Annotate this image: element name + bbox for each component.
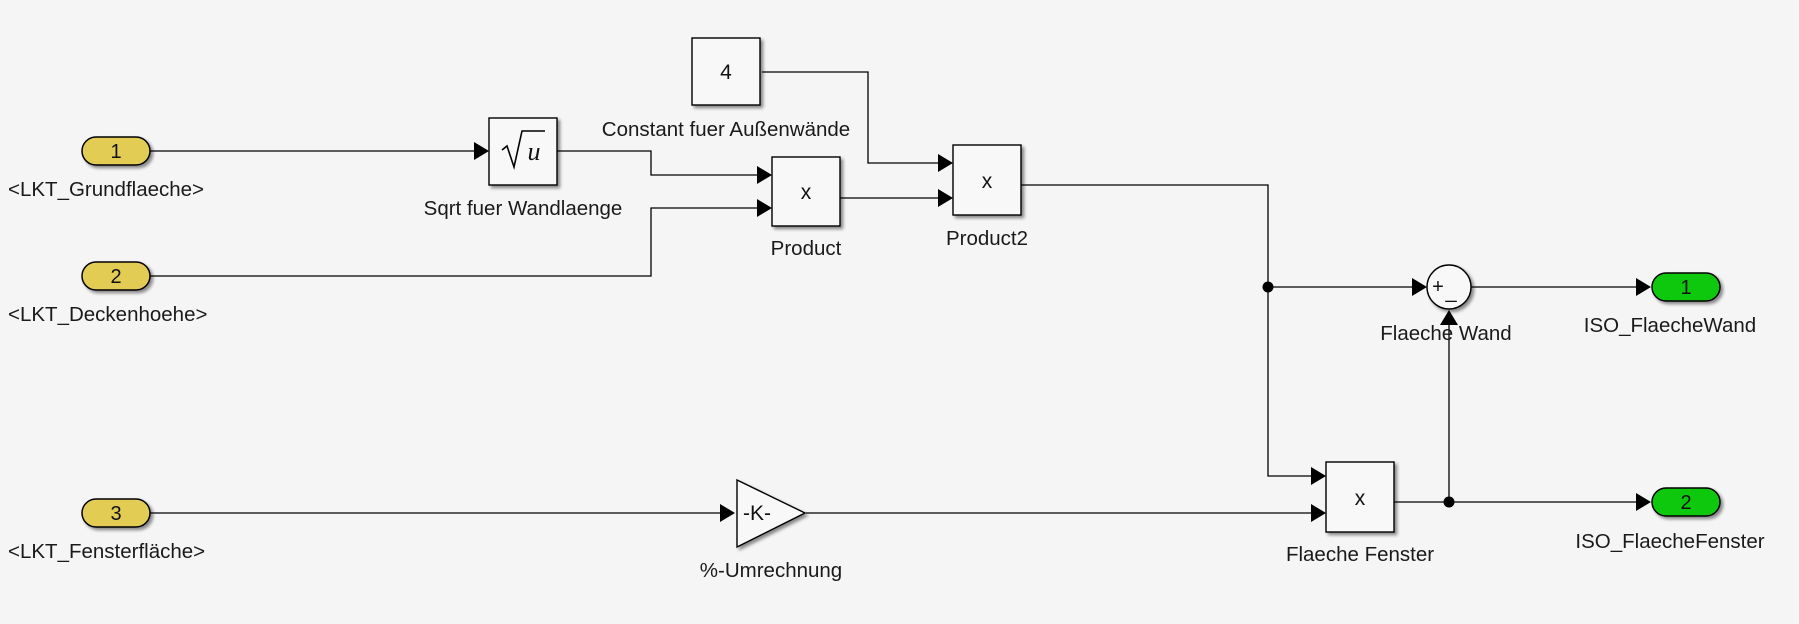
inport-3-shape[interactable]	[81, 498, 151, 528]
arrow-head	[1311, 504, 1326, 522]
constant-block-body[interactable]	[691, 37, 761, 106]
signal-constant-to-product2[interactable]	[762, 71, 938, 164]
sum-minus-sign: _	[1444, 281, 1457, 303]
signal-sqrt-to-product[interactable]	[557, 150, 757, 176]
arrow-head	[757, 166, 772, 184]
product-block[interactable]: x Product	[771, 156, 842, 260]
product-symbol: x	[801, 181, 812, 204]
inport-3-number: 3	[110, 503, 121, 525]
constant-block[interactable]: 4 Constant fuer Außenwände	[602, 37, 850, 141]
inport-3[interactable]: 3 <LKT_Fensterfläche>	[8, 498, 205, 563]
signal-in2-to-product[interactable]	[150, 207, 757, 277]
inport-1-number: 1	[110, 141, 121, 163]
inport-2-label: <LKT_Deckenhoehe>	[8, 303, 207, 326]
sum-plus-sign: +	[1432, 276, 1444, 298]
flaeche-fenster-block[interactable]: x Flaeche Fenster	[1286, 461, 1434, 566]
outport-2-label: ISO_FlaecheFenster	[1575, 530, 1764, 553]
arrow-head	[757, 199, 772, 217]
sum-block[interactable]: + _ Flaeche Wand	[1380, 264, 1512, 345]
arrow-head	[1412, 278, 1427, 296]
arrow-head	[1311, 467, 1326, 485]
gain-block-body[interactable]	[736, 478, 807, 549]
inport-2-shape[interactable]	[81, 261, 151, 291]
inport-3-label: <LKT_Fensterfläche>	[8, 540, 205, 563]
inport-1-shape[interactable]	[81, 136, 151, 166]
outport-1-label: ISO_FlaecheWand	[1584, 314, 1756, 337]
constant-block-label: Constant fuer Außenwände	[602, 118, 850, 141]
outport-2[interactable]: 2 ISO_FlaecheFenster	[1575, 487, 1765, 553]
inport-1[interactable]: 1 <LKT_Grundflaeche>	[8, 136, 204, 201]
sqrt-block-label: Sqrt fuer Wandlaenge	[424, 197, 623, 220]
outport-1-number: 1	[1680, 277, 1691, 299]
sqrt-icon: u	[501, 130, 545, 170]
arrow-head	[938, 189, 953, 207]
arrow-head	[938, 154, 953, 172]
signal-lines	[150, 71, 1651, 522]
outport-1[interactable]: 1 ISO_FlaecheWand	[1584, 272, 1756, 337]
outport-1-shape[interactable]	[1651, 272, 1721, 302]
arrow-head	[1636, 493, 1651, 511]
product-block-body[interactable]	[771, 156, 841, 227]
flaeche-fenster-symbol: x	[1355, 487, 1366, 510]
inport-2-number: 2	[110, 266, 121, 288]
arrow-head	[1440, 310, 1458, 325]
sqrt-variable: u	[528, 137, 541, 166]
sqrt-block-body[interactable]	[488, 117, 558, 186]
product-block-label: Product	[771, 237, 842, 260]
sqrt-block[interactable]: u Sqrt fuer Wandlaenge	[424, 117, 623, 220]
outport-2-shape[interactable]	[1651, 487, 1721, 517]
signal-product2-out[interactable]	[1020, 184, 1311, 477]
arrow-head	[1636, 278, 1651, 296]
gain-block-label: %-Umrechnung	[700, 559, 842, 582]
constant-value: 4	[720, 61, 732, 84]
gain-block[interactable]: -K- %-Umrechnung	[700, 478, 842, 582]
branch-point	[1443, 496, 1455, 508]
arrow-head	[474, 142, 489, 160]
product2-block-body[interactable]	[952, 144, 1022, 216]
arrow-head	[720, 504, 735, 522]
product2-symbol: x	[982, 170, 993, 193]
branch-point	[1262, 281, 1274, 293]
product2-block-label: Product2	[946, 227, 1028, 250]
gain-value: -K-	[743, 502, 771, 525]
product2-block[interactable]: x Product2	[946, 144, 1028, 250]
flaeche-fenster-block-label: Flaeche Fenster	[1286, 543, 1434, 566]
sum-block-label: Flaeche Wand	[1380, 322, 1511, 345]
flaeche-fenster-block-body[interactable]	[1325, 461, 1395, 533]
sum-block-body[interactable]	[1426, 264, 1472, 310]
inport-1-label: <LKT_Grundflaeche>	[8, 178, 204, 201]
outport-2-number: 2	[1680, 492, 1691, 514]
inport-2[interactable]: 2 <LKT_Deckenhoehe>	[8, 261, 207, 326]
